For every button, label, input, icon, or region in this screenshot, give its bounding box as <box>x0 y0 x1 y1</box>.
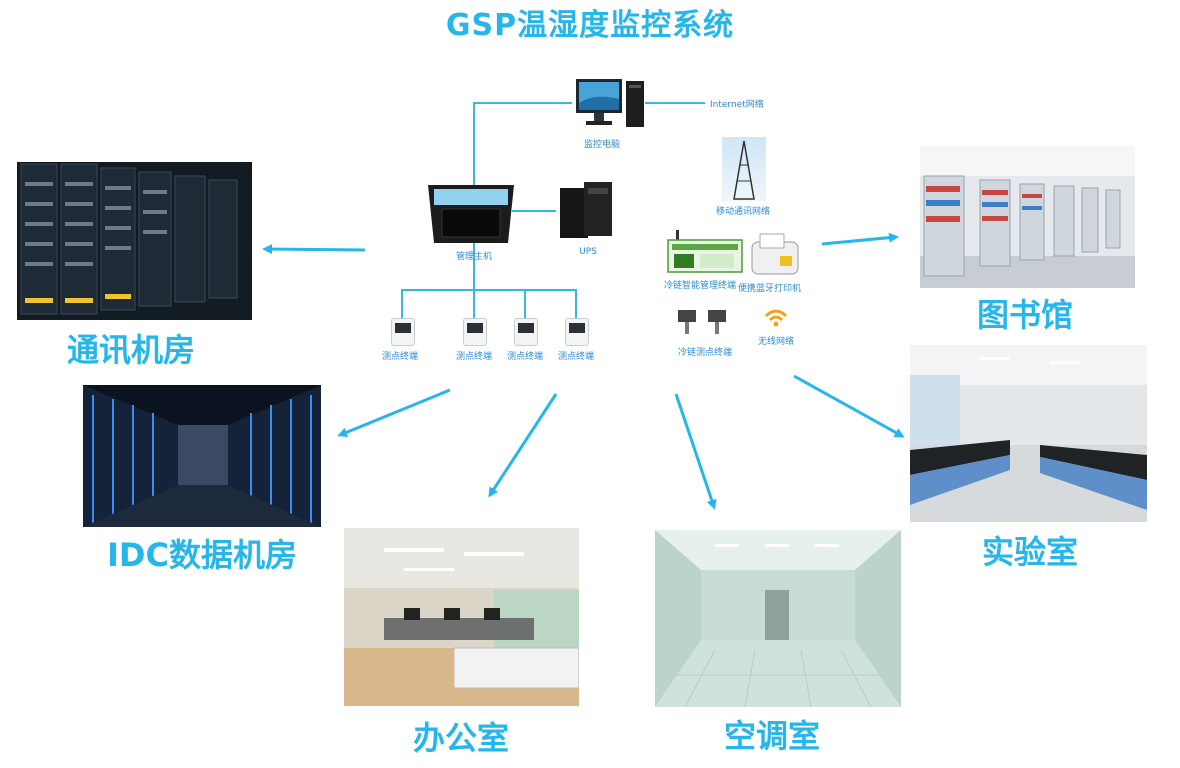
idc-room-photo <box>83 385 321 527</box>
tower-icon <box>722 137 766 201</box>
sensor-icon <box>463 318 487 346</box>
lab-photo <box>910 345 1147 522</box>
printer-icon <box>750 232 800 276</box>
arrow-to-ac-room <box>674 393 717 510</box>
sensor-label: 测点终端 <box>382 352 419 362</box>
monitor-pc-label: 监控电脑 <box>583 140 620 150</box>
mobile-network-label: 移动通讯网络 <box>716 207 771 217</box>
telecom-room-photo <box>17 162 252 320</box>
idc-room-caption: IDC数据机房 <box>107 536 297 574</box>
host-label: 管理主机 <box>455 252 492 262</box>
sensor-icon <box>391 318 415 346</box>
office-caption: 办公室 <box>412 719 509 757</box>
telecom-room-caption: 通讯机房 <box>66 331 195 369</box>
ac-room-caption: 空调室 <box>723 717 820 755</box>
sensor-icon <box>565 318 589 346</box>
lab-caption: 实验室 <box>981 533 1078 571</box>
arrow-to-lab <box>793 374 905 438</box>
sensor-label: 测点终端 <box>558 352 595 362</box>
ups-label: UPS <box>579 247 597 257</box>
arrow-to-office <box>488 393 558 498</box>
sensor-label: 测点终端 <box>456 352 493 362</box>
office-photo <box>344 528 579 706</box>
library-photo <box>920 146 1135 288</box>
arrow-to-telecom-room <box>262 244 366 255</box>
internet-label: Internet网络 <box>710 100 764 110</box>
cold-chain-probe-icon <box>676 306 730 336</box>
ac-room-photo <box>655 530 901 707</box>
sensor-label: 测点终端 <box>507 352 544 362</box>
cold-chain-terminal-label: 冷链智能管理终端 <box>664 281 737 291</box>
sensor-icon <box>514 318 538 346</box>
host-device-icon <box>428 185 514 243</box>
library-caption: 图书馆 <box>976 296 1073 334</box>
arrow-to-idc-room <box>337 388 451 437</box>
wireless-label: 无线网络 <box>758 337 795 347</box>
arrow-to-library <box>821 232 899 246</box>
monitor-pc-icon <box>574 75 646 135</box>
wifi-icon <box>764 306 788 330</box>
ups-icon <box>558 180 614 240</box>
network-lines <box>401 102 705 318</box>
cold-chain-points-label: 冷链测点终端 <box>678 348 733 358</box>
diagram-title: GSP温湿度监控系统 <box>445 8 735 43</box>
cold-chain-terminal-icon <box>666 228 744 274</box>
printer-label: 便携蓝牙打印机 <box>738 284 802 294</box>
